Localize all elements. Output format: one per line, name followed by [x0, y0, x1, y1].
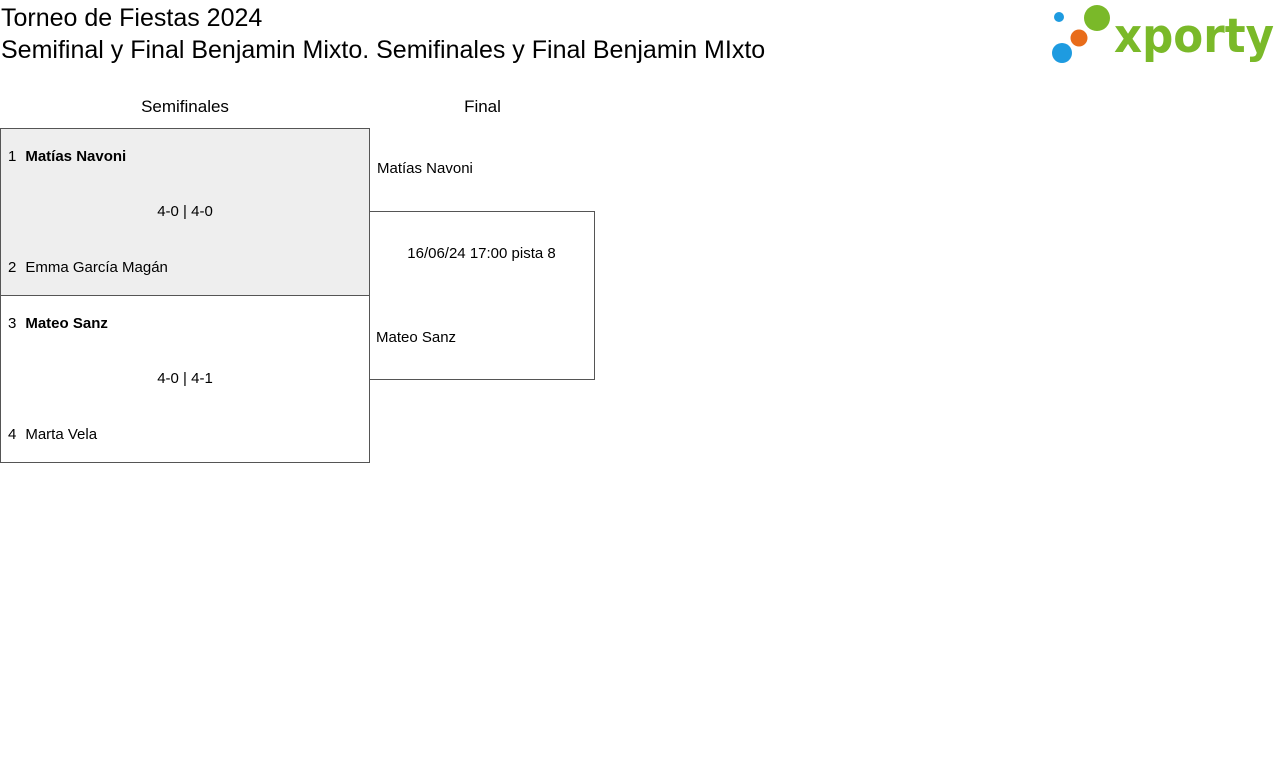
round-header-final: Final [464, 97, 501, 116]
logo-wordmark: xporty [1114, 9, 1274, 64]
player-seed: 2 [8, 259, 17, 276]
match-score: 4-0 | 4-1 [157, 370, 213, 387]
match-player-row: 1 Matías Navoni [8, 147, 126, 167]
logo-dot-green [1084, 5, 1110, 31]
semifinal-match-2[interactable]: 3 Mateo Sanz 4-0 | 4-1 4 Marta Vela [0, 295, 370, 463]
match-player-row: 4 Marta Vela [8, 425, 97, 445]
final-player-1: Matías Navoni [377, 160, 473, 177]
final-player-2: Mateo Sanz [376, 329, 457, 346]
player-seed: 1 [8, 148, 17, 165]
match-player-row: 3 Mateo Sanz [8, 314, 108, 334]
player-seed: 3 [8, 315, 17, 332]
logo-dot-blue [1052, 43, 1072, 63]
logo-dot-orange [1070, 29, 1088, 47]
player-seed: 4 [8, 426, 17, 443]
logo-dot-blue-small [1054, 12, 1064, 22]
xporty-logo: xporty [1052, 5, 1274, 64]
page-subtitle: Semifinal y Final Benjamin Mixto. Semifi… [1, 36, 766, 64]
final-schedule: 16/06/24 17:00 pista 8 [407, 245, 556, 262]
player-name: Emma García Magán [25, 259, 168, 276]
semifinal-match-1[interactable]: 1 Matías Navoni 4-0 | 4-0 2 Emma García Ma… [0, 128, 370, 296]
match-player-row: 2 Emma García Magán [8, 258, 168, 278]
final-match[interactable]: 16/06/24 17:00 pista 8 Mateo Sanz [369, 211, 595, 380]
match-score: 4-0 | 4-0 [157, 203, 213, 220]
player-name: Marta Vela [25, 426, 98, 443]
round-header-semifinals: Semifinales [141, 97, 229, 116]
page-title: Torneo de Fiestas 2024 [1, 4, 263, 32]
player-name-winner: Matías Navoni [25, 148, 127, 165]
player-name-winner: Mateo Sanz [25, 315, 108, 332]
